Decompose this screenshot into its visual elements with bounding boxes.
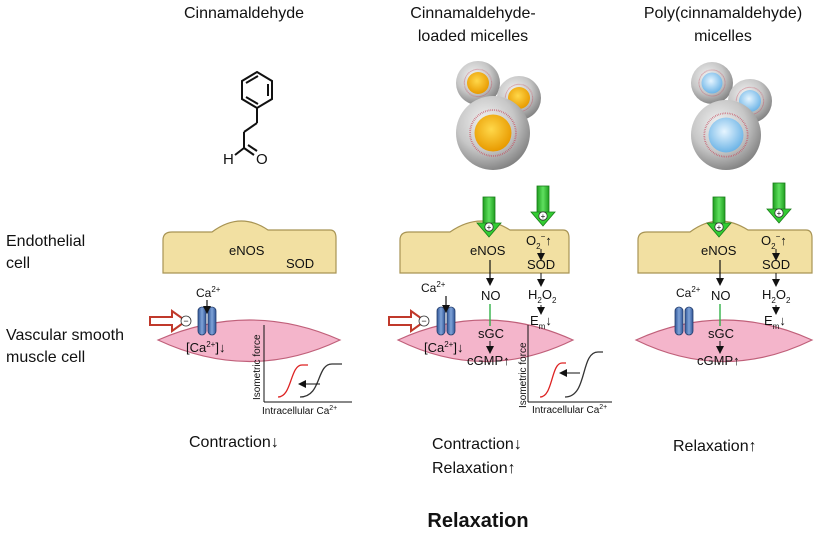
- force-curve-black-2: [564, 351, 603, 398]
- h2o2-label-3: H2O2: [762, 287, 791, 305]
- ca-label-1: Ca2+: [196, 285, 221, 300]
- enos-label-2: eNOS: [470, 243, 506, 258]
- col2-outcome-a: Contraction↓: [432, 436, 522, 453]
- no-label-2: NO: [481, 288, 501, 303]
- ca-label-2: Ca2+: [421, 280, 446, 295]
- green-stimulus-arrow-2b: [530, 185, 556, 227]
- cgmp-label-2: cGMP↑: [467, 353, 510, 368]
- em-label-2: Em↓: [530, 313, 552, 331]
- endothelial-label-line2: cell: [6, 255, 30, 272]
- no-label-3: NO: [711, 288, 731, 303]
- graph-x-label-2: Intracellular Ca2+: [532, 404, 607, 416]
- minus-text-2: −: [421, 316, 426, 326]
- o2-label-3: O2−↑: [761, 232, 787, 251]
- cinnamaldehyde-structure: [234, 70, 273, 156]
- em-label-3: Em↓: [764, 313, 786, 331]
- force-calcium-graph-2: [527, 325, 612, 403]
- graph-x-label-1: Intracellular Ca2+: [262, 405, 337, 417]
- minus-sign-2: [418, 315, 430, 327]
- cgmp-label-3: cGMP↑: [697, 353, 740, 368]
- sod-label-1: SOD: [286, 256, 314, 271]
- col3-title-line1: Poly(cinnamaldehyde): [644, 5, 802, 22]
- endothelial-label-line1: Endothelial: [6, 233, 85, 250]
- force-calcium-graph-1: [263, 325, 352, 403]
- col2-title-line1: Cinnamaldehyde-: [410, 5, 535, 22]
- h2o2-label-2: H2O2: [528, 287, 557, 305]
- endothelial-cell-1: [162, 220, 337, 274]
- cinnamaldehyde-loaded-micelles-illustration: [456, 61, 541, 170]
- sgc-label-2: sGC: [478, 326, 504, 341]
- ca-int-label-2: [Ca2+]↓: [424, 340, 463, 355]
- minus-text-1: −: [183, 316, 188, 326]
- col1-outcome: Contraction↓: [189, 434, 279, 451]
- molecule-o: O: [256, 151, 268, 168]
- ca-int-label-1: [Ca2+]↓: [186, 340, 225, 355]
- vsmc-label-line2: muscle cell: [6, 349, 85, 366]
- graph-y-label-1: Isometric force: [252, 334, 263, 400]
- minus-sign-1: [180, 315, 192, 327]
- green-stimulus-arrow-3b: [766, 182, 792, 224]
- force-curve-red-1: [277, 364, 308, 398]
- col3-title-line2: micelles: [694, 28, 752, 45]
- o2-label-2: O2−↑: [526, 232, 552, 251]
- footer-title: Relaxation: [427, 510, 528, 532]
- enos-label-3: eNOS: [701, 243, 737, 258]
- sgc-label-3: sGC: [708, 326, 734, 341]
- force-curve-red-2: [539, 362, 566, 398]
- col2-outcome-b: Relaxation↑: [432, 460, 516, 477]
- sod-label-2: SOD: [527, 257, 555, 272]
- graph-y-label-2: Isometric force: [518, 342, 529, 408]
- enos-label-1: eNOS: [229, 243, 265, 258]
- col1-title: Cinnamaldehyde: [184, 5, 304, 22]
- ca-label-3: Ca2+: [676, 285, 701, 300]
- poly-cinnamaldehyde-micelles-illustration: [691, 62, 772, 170]
- sod-label-3: SOD: [762, 257, 790, 272]
- vsmc-label-line1: Vascular smooth: [6, 327, 124, 344]
- molecule-h: H: [223, 151, 234, 168]
- force-curve-black-1: [299, 363, 342, 398]
- col2-title-line2: loaded micelles: [418, 28, 528, 45]
- col3-outcome: Relaxation↑: [673, 438, 757, 455]
